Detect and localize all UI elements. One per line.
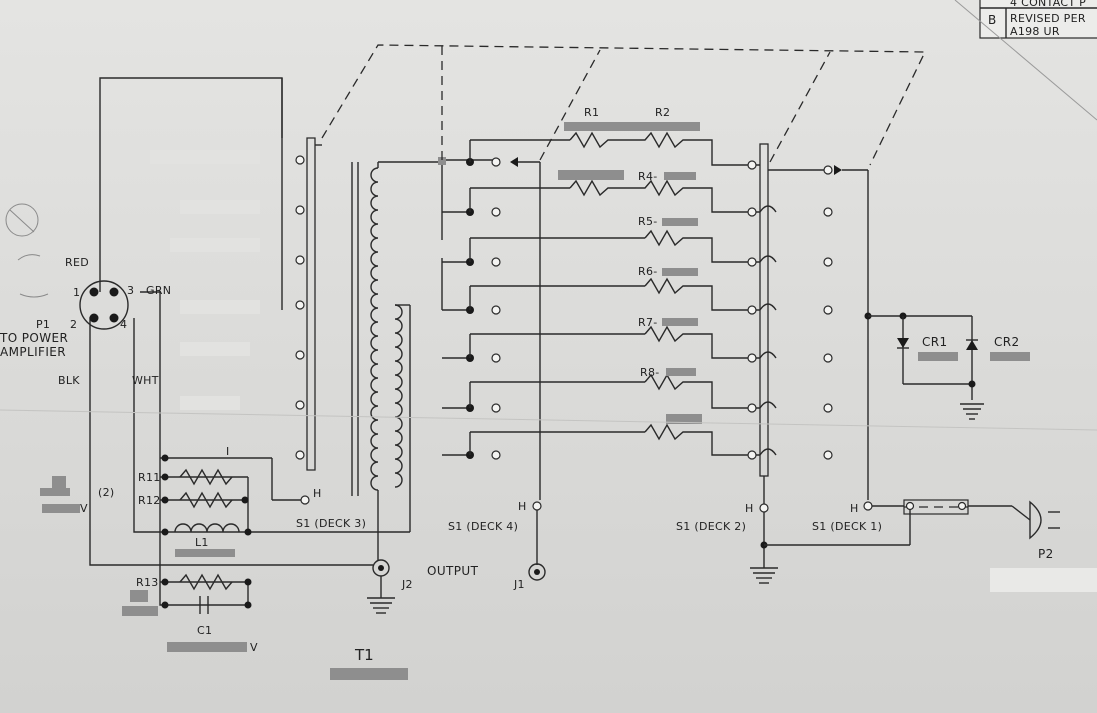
- connector-p1-name: P1: [36, 318, 50, 331]
- wire-color-wht: WHT: [132, 374, 159, 387]
- pin2-label: 2: [70, 318, 77, 331]
- note-2: (2): [98, 486, 114, 499]
- cr2-label: CR2: [994, 335, 1020, 349]
- resistor-r12: R12: [138, 491, 233, 509]
- r12-label: R12: [138, 494, 161, 507]
- transformer-t1: T1: [330, 161, 442, 680]
- t1-label: T1: [354, 646, 374, 664]
- svg-text:I: I: [226, 445, 230, 458]
- switch-deck4: H S1 (DECK 4): [438, 157, 542, 565]
- l1-label: L1: [195, 536, 209, 549]
- p2-label: P2: [1038, 547, 1054, 561]
- connector-p1: RED 1 3 GRN 2 4 P1 TO POWER AMPLIFIER BL…: [0, 256, 171, 387]
- switch-linkage: [321, 40, 927, 166]
- c1-label: C1: [197, 624, 212, 637]
- redacted-deck3: [150, 150, 260, 410]
- r2-label: R2: [655, 106, 670, 119]
- connector-p1-desc1: TO POWER: [0, 331, 68, 345]
- deck1-h-label: H: [850, 502, 859, 515]
- note-v: V: [80, 502, 88, 515]
- pencil-sketch: [5, 203, 49, 298]
- switch-deck1: H S1 (DECK 1): [812, 170, 972, 533]
- wire-color-red: RED: [65, 256, 89, 269]
- deck2-h-label: H: [745, 502, 754, 515]
- r7-label: R7-: [638, 316, 658, 329]
- connector-p1-desc2: AMPLIFIER: [0, 345, 66, 359]
- j1-label: J1: [513, 578, 525, 591]
- revision-text-line1: REVISED PER: [1010, 12, 1086, 25]
- resistor-ladder: R1 R2 R4- R5- R6- R7- R8-: [469, 106, 760, 456]
- revision-text-line2: A198 UR: [1010, 25, 1060, 38]
- switch-deck2: H S1 (DECK 2): [676, 143, 911, 584]
- r11-label: R11: [138, 471, 161, 484]
- revision-row1: 4 CONTACT P: [1010, 0, 1086, 9]
- resistor-r13: R13: [136, 573, 252, 591]
- redacted-left: V (2): [40, 476, 158, 616]
- cr1-label: CR1: [922, 335, 948, 349]
- pin4-label: 4: [120, 318, 127, 331]
- deck4-h-label: H: [518, 500, 527, 513]
- resistor-r11: R11: [138, 468, 233, 486]
- output-jack-j2: J2 OUTPUT: [367, 559, 479, 614]
- deck3-h-label: H: [313, 487, 322, 500]
- revision-letter: B: [988, 13, 997, 27]
- deck4-label: S1 (DECK 4): [448, 520, 518, 533]
- output-label: OUTPUT: [427, 564, 479, 578]
- r8-label: R8-: [640, 366, 660, 379]
- wire-color-blk: BLK: [58, 374, 80, 387]
- plug-p2: P2: [872, 499, 1097, 592]
- pin1-label: 1: [73, 286, 80, 299]
- r4-label: R4-: [638, 170, 658, 183]
- r13-label: R13: [136, 576, 159, 589]
- diode-cr2: CR2: [960, 316, 1030, 420]
- wire-color-grn: GRN: [146, 284, 171, 297]
- capacitor-c1: C1 V: [161, 596, 258, 654]
- r5-label: R5-: [638, 215, 658, 228]
- deck3-label: S1 (DECK 3): [296, 517, 366, 530]
- r1-label: R1: [584, 106, 599, 119]
- switch-deck3: H S1 (DECK 3): [295, 137, 366, 530]
- revision-block: 4 CONTACT P B REVISED PER A198 UR: [954, 0, 1097, 121]
- jack-j1: J1: [513, 563, 546, 591]
- r6-label: R6-: [638, 265, 658, 278]
- pin3-label: 3: [127, 284, 134, 297]
- j2-label: J2: [401, 578, 413, 591]
- inductor-l1: L1: [161, 523, 252, 557]
- deck1-label: S1 (DECK 1): [812, 520, 882, 533]
- deck2-label: S1 (DECK 2): [676, 520, 746, 533]
- c1-unit: V: [250, 641, 258, 654]
- diode-cr1: CR1: [897, 312, 975, 385]
